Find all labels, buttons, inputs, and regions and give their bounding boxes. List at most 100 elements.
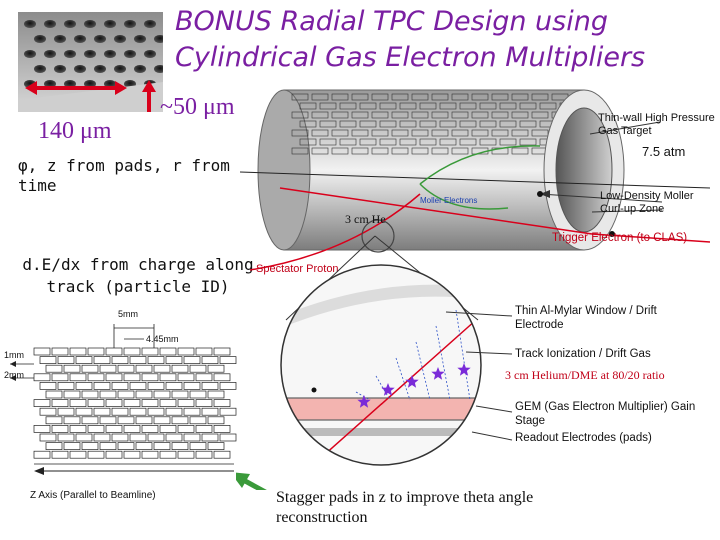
drift-line <box>415 341 431 401</box>
cylinder-pad <box>479 120 497 128</box>
gem-hole <box>44 50 56 58</box>
readout-pad <box>63 442 81 450</box>
gem-hole <box>104 20 116 28</box>
gem-microscope-image <box>18 12 163 112</box>
gem-hole <box>84 20 96 28</box>
readout-pad <box>147 382 165 390</box>
readout-pad <box>141 450 159 459</box>
gem-hole <box>154 65 163 73</box>
window-label: Thin Al-Mylar Window / Drift Electrode <box>515 305 657 331</box>
gem-hole <box>134 35 146 43</box>
gem-hole <box>64 20 76 28</box>
dedx-note: d.E/dx from charge along track (particle… <box>22 255 254 296</box>
cylinder-pad <box>519 138 537 146</box>
ionization-star <box>405 375 419 388</box>
readout-pad <box>75 356 93 364</box>
dim-1mm: 1mm <box>4 350 24 360</box>
gem-hole <box>84 50 96 58</box>
readout-pad <box>219 356 237 364</box>
readout-pad <box>39 382 57 390</box>
readout-pad <box>33 450 51 459</box>
cylinder-pad <box>351 147 369 155</box>
cylinder-pad <box>439 138 457 146</box>
cross-section-view <box>236 235 513 490</box>
gem-hole <box>54 35 66 43</box>
thin-wall-target-label: Thin-wall High Pressure Gas Target <box>598 112 715 137</box>
ionization-star <box>381 383 395 396</box>
cylinder-pad <box>319 120 337 128</box>
cylinder-pad <box>451 111 469 119</box>
readout-pad <box>213 399 231 407</box>
readout-pad <box>81 416 99 425</box>
ionization-star <box>431 367 445 380</box>
gem-hole <box>144 20 156 28</box>
cylinder-pad <box>411 111 429 119</box>
cylinder-pad <box>431 129 449 137</box>
readout-pad <box>207 416 225 425</box>
readout-pad <box>75 433 93 442</box>
readout-pad <box>219 433 237 442</box>
readout-pad <box>207 364 225 373</box>
cylinder-pad <box>439 120 457 128</box>
readout-pad <box>141 399 159 407</box>
gem-hole <box>124 50 136 58</box>
readout-pad <box>93 356 111 364</box>
gem-hole <box>44 20 56 28</box>
gem-hole <box>144 50 156 58</box>
readout-pad <box>63 390 81 399</box>
readout-pad <box>171 416 189 425</box>
gem-hole <box>54 65 66 73</box>
cylinder-pad <box>291 147 309 155</box>
spectator-proton-label: Spectator Proton <box>256 263 339 275</box>
cylinder-pad <box>359 138 377 146</box>
readout-pad <box>153 390 171 399</box>
cylinder-pad <box>519 120 537 128</box>
cylinder-pad <box>291 129 309 137</box>
gem-hole <box>74 35 86 43</box>
phi-z-r-note: φ, z from pads, r from time <box>18 156 230 195</box>
dim-445mm: 4.45mm <box>146 334 179 344</box>
readout-pad <box>45 442 63 450</box>
cylinder-pad <box>451 129 469 137</box>
gem-hole <box>134 65 146 73</box>
readout-pad <box>213 450 231 459</box>
readout-pad <box>183 433 201 442</box>
gem-hole <box>24 50 36 58</box>
readout-pad <box>159 450 177 459</box>
readout-pad <box>207 442 225 450</box>
readout-pad <box>189 364 207 373</box>
readout-pad <box>57 382 75 390</box>
readout-pad <box>213 425 231 433</box>
cylinder-pad <box>391 147 409 155</box>
readout-pad <box>51 425 69 433</box>
readout-pad <box>135 416 153 425</box>
readout-pad <box>111 382 129 390</box>
cylinder-pad <box>479 138 497 146</box>
readout-pad <box>201 433 219 442</box>
readout-pad <box>213 373 231 382</box>
cylinder-pad <box>451 147 469 155</box>
readout-pad <box>111 356 129 364</box>
readout-pad <box>99 442 117 450</box>
readout-pad <box>141 347 159 356</box>
readout-pad <box>75 382 93 390</box>
drift-line <box>355 391 371 401</box>
readout-pad <box>171 364 189 373</box>
dim-2mm: 2mm <box>4 370 24 380</box>
title-line-2: Cylindrical Gas Electron Multipliers <box>175 42 646 73</box>
readout-pad <box>123 347 141 356</box>
readout-pad <box>93 433 111 442</box>
readout-pad <box>105 373 123 382</box>
moller-electrons-label: Moller Electrons <box>420 196 478 205</box>
cylinder-pad <box>319 102 337 110</box>
readout-pad <box>177 450 195 459</box>
readout-pad <box>195 450 213 459</box>
z-axis-label: Z Axis (Parallel to Beamline) <box>30 490 156 501</box>
readout-pad <box>183 356 201 364</box>
cylinder-pad <box>319 138 337 146</box>
cylinder-pad <box>379 102 397 110</box>
readout-pad <box>201 407 219 416</box>
cylinder-pad <box>531 111 549 119</box>
gem-hole <box>94 35 106 43</box>
cylinder-pad <box>371 93 389 101</box>
